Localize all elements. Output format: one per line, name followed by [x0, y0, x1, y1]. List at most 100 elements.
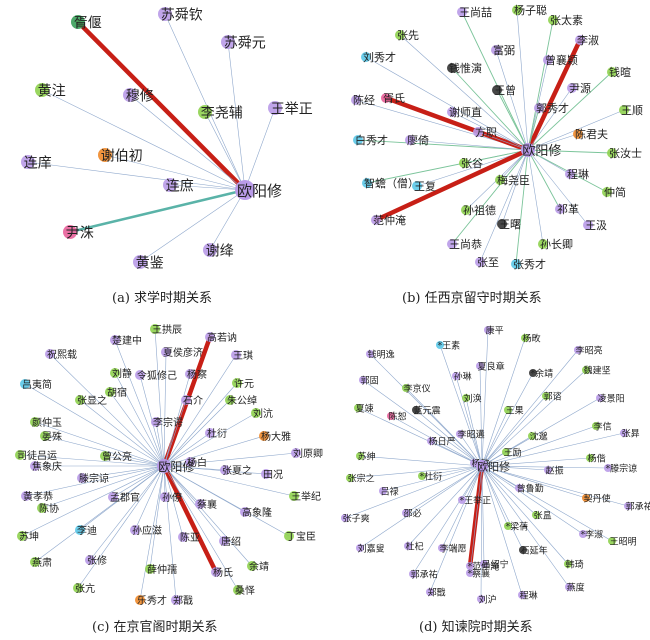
- person-node: 李昭亮: [574, 344, 603, 356]
- person-node: 陈恕: [387, 410, 407, 422]
- edge-line: [481, 369, 587, 467]
- person-node: *李淑: [579, 528, 603, 540]
- node-label: 白秀才: [355, 133, 388, 147]
- edge-line: [461, 11, 529, 151]
- node-dot: [607, 148, 617, 158]
- node-label: 李迪: [77, 524, 97, 537]
- node-dot: [447, 239, 457, 249]
- person-node: 张先: [395, 29, 419, 42]
- node-dot: [620, 429, 628, 437]
- edge-line: [163, 435, 265, 467]
- node-label: 王果: [506, 405, 524, 416]
- edge-line: [34, 465, 165, 563]
- person-node: 滕宗谅: [77, 472, 109, 485]
- edge-line: [209, 189, 246, 251]
- person-node: 杨氏: [211, 566, 233, 579]
- node-dot: [567, 83, 577, 93]
- node-label: 张秀才: [513, 257, 546, 271]
- node-label: 苏舜钦: [161, 7, 203, 23]
- node-label: 胥氏: [383, 92, 405, 105]
- person-node: 郑戬: [426, 586, 446, 598]
- person-node: 张汝士: [607, 146, 642, 160]
- node-dot: [161, 347, 171, 357]
- edge-line: [357, 139, 529, 151]
- person-node: 杜杞: [404, 540, 424, 552]
- person-node: 陈协: [37, 502, 59, 515]
- edge-line: [359, 455, 483, 467]
- edge-line: [41, 465, 165, 509]
- node-dot: [582, 366, 590, 374]
- network-panel-4: *王素康平杨畋李昭亮钱明逸夏良章*余靖魏建坚郭固李京仪孙琳郭谘凌景阳夏竦蓝元震刘…: [341, 324, 650, 605]
- person-node: 契丹使: [582, 492, 611, 504]
- node-dot: [477, 595, 485, 603]
- person-node: 夏竦: [354, 403, 374, 414]
- node-label: 王尚喆: [459, 5, 492, 19]
- node-label: 穆修: [126, 88, 154, 104]
- node-label: 邵必: [404, 507, 422, 519]
- node-label: 钱暄: [609, 65, 631, 79]
- node-dot: [261, 469, 271, 479]
- edge-line: [451, 111, 529, 151]
- edge-line: [481, 337, 526, 467]
- node-label: 王励: [504, 447, 522, 458]
- edge-line: [163, 354, 237, 467]
- node-label: 张先: [397, 29, 419, 42]
- node-label: 李昭亮: [576, 344, 603, 356]
- person-node: 连庶: [163, 178, 194, 194]
- node-label: 连庠: [24, 155, 52, 171]
- node-dot: [158, 7, 172, 21]
- edge-line: [75, 19, 248, 193]
- node-label: 曾公亮: [102, 450, 132, 463]
- node-dot: [351, 95, 361, 105]
- node-label: 程琳: [567, 167, 589, 181]
- node-label: 张子爽: [343, 513, 370, 524]
- node-label: 夏侯彦济: [163, 346, 203, 359]
- edge-line: [481, 457, 591, 467]
- node-dot: [447, 107, 457, 117]
- node-dot: [586, 454, 594, 462]
- edges: [27, 13, 276, 263]
- node-dot: [108, 492, 118, 502]
- edge-line: [49, 353, 165, 467]
- person-node: 王复: [412, 179, 436, 193]
- node-dot: [20, 379, 30, 389]
- person-node: 焦象庆: [30, 460, 62, 473]
- node-dot: [504, 406, 512, 414]
- node-label: 孙琳: [454, 370, 472, 382]
- node-dot: [438, 544, 446, 552]
- node-label: 王复: [414, 179, 436, 193]
- edge-line: [477, 131, 529, 151]
- person-node: 晏殊: [40, 430, 62, 443]
- edge-line: [481, 425, 597, 467]
- nodes: 王尚喆杨子聪张先张太素李淑刘秀才钱惟演富弼曾襄颖钱暄陈经胥氏王曾尹源王顺郭秀才谢…: [351, 3, 643, 271]
- node-label: 王尚恭: [449, 237, 482, 251]
- node-dot: [519, 546, 527, 554]
- node-dot: [63, 225, 77, 239]
- edge-line: [481, 372, 534, 467]
- person-node: 杨子聪: [512, 3, 547, 17]
- node-dot: [251, 408, 261, 418]
- edge-line: [515, 149, 529, 265]
- node-label: 苏舜元: [224, 35, 266, 51]
- person-node: 令狐修己: [135, 369, 177, 382]
- edge-line: [469, 465, 483, 574]
- person-node: 仲简: [602, 185, 626, 199]
- person-node: 苏坤: [17, 530, 39, 543]
- edge-line: [496, 89, 529, 151]
- node-label: 黄孝恭: [23, 490, 53, 503]
- node-label: 令狐修己: [137, 369, 177, 382]
- edge-line: [21, 465, 165, 537]
- node-label: 楚建中: [112, 334, 142, 347]
- node-dot: [518, 591, 526, 599]
- node-dot: [225, 395, 235, 405]
- node-dot: [30, 557, 40, 567]
- node-dot: [447, 63, 457, 73]
- node-dot: [110, 335, 120, 345]
- node-dot: [185, 369, 195, 379]
- node-dot: [596, 394, 604, 402]
- node-label: *梁蒨: [506, 520, 529, 532]
- person-node: 桑怿: [233, 584, 255, 597]
- node-dot: [289, 491, 299, 501]
- person-node: 孙琳: [452, 370, 472, 382]
- node-label: 谢伯初: [101, 147, 143, 164]
